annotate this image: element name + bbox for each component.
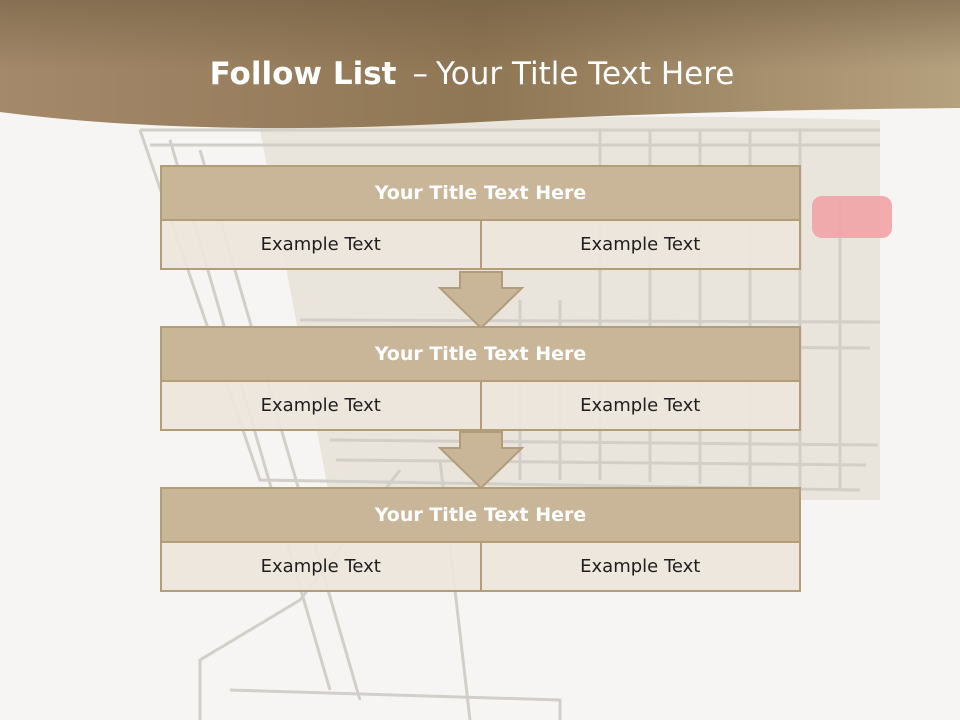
cart-handle-tab xyxy=(812,196,892,238)
block-cell: Example Text xyxy=(160,221,482,270)
list-block: Your Title Text Here Example Text Exampl… xyxy=(160,165,801,270)
slide-title: Follow List–Your Title Text Here xyxy=(0,56,944,92)
block-row: Example Text Example Text xyxy=(160,543,801,592)
list-block: Your Title Text Here Example Text Exampl… xyxy=(160,326,801,431)
block-cell: Example Text xyxy=(160,382,482,431)
down-arrow-icon xyxy=(438,431,524,490)
block-cell: Example Text xyxy=(481,543,801,592)
block-title: Your Title Text Here xyxy=(160,487,801,543)
list-block: Your Title Text Here Example Text Exampl… xyxy=(160,487,801,592)
block-title: Your Title Text Here xyxy=(160,326,801,382)
title-separator: – xyxy=(412,56,428,92)
block-row: Example Text Example Text xyxy=(160,382,801,431)
title-rest: Your Title Text Here xyxy=(435,56,735,92)
block-cell: Example Text xyxy=(160,543,482,592)
down-arrow-icon xyxy=(438,271,524,330)
title-bold: Follow List xyxy=(209,56,397,92)
block-cell: Example Text xyxy=(481,382,801,431)
block-cell: Example Text xyxy=(481,221,801,270)
block-row: Example Text Example Text xyxy=(160,221,801,270)
block-title: Your Title Text Here xyxy=(160,165,801,221)
